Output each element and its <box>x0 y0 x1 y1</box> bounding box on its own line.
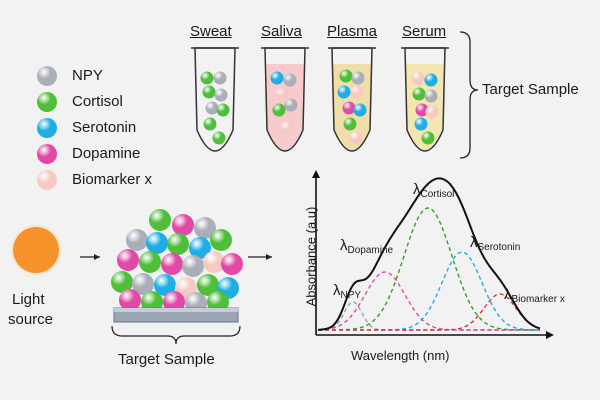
serotonin-sphere <box>146 232 168 254</box>
biomarker-x-sphere <box>37 170 57 190</box>
legend-label-dopamine: Dopamine <box>72 145 141 162</box>
serotonin-sphere <box>414 117 428 131</box>
biox-sphere <box>275 87 289 101</box>
peak-label-biomarker-x: λBiomarker x <box>504 286 565 305</box>
biox-sphere <box>425 105 439 119</box>
arrow-head-icon <box>266 254 272 260</box>
dopamine-sphere <box>172 214 194 236</box>
sample-plate <box>113 307 239 323</box>
cortisol-sphere <box>339 69 353 83</box>
cortisol-sphere <box>421 131 435 145</box>
cortisol-sphere <box>149 209 171 231</box>
flow-arrows <box>80 254 272 260</box>
dopamine-sphere <box>37 144 57 164</box>
tube-sweat <box>191 47 239 152</box>
biox-sphere <box>280 121 294 135</box>
total-absorbance-curve <box>317 177 541 331</box>
dopamine-sphere <box>221 253 243 275</box>
tube-label-saliva: Saliva <box>261 23 302 40</box>
cortisol-sphere <box>167 233 189 255</box>
npy-sphere <box>351 71 365 85</box>
npy-sphere <box>283 73 297 87</box>
light-source-label-line1: Light <box>12 291 45 308</box>
target-sample-bottom-brace <box>111 325 241 345</box>
cortisol-band-curve <box>318 207 540 331</box>
tube-label-plasma: Plasma <box>327 23 378 40</box>
absorbance-chart <box>312 170 554 339</box>
cortisol-sphere <box>37 92 57 112</box>
light-source-icon <box>9 223 63 277</box>
npy-sphere <box>214 88 228 102</box>
serotonin-sphere <box>424 73 438 87</box>
x-axis-label: Wavelength (nm) <box>351 348 450 363</box>
target-sample-brace <box>459 31 479 159</box>
cortisol-sphere <box>200 71 214 85</box>
tube-label-sweat: Sweat <box>190 23 232 40</box>
cortisol-sphere <box>197 274 219 296</box>
cortisol-sphere <box>202 85 216 99</box>
npy-sphere <box>194 217 216 239</box>
dopamine-sphere <box>119 289 141 311</box>
dopamine-sphere <box>161 253 183 275</box>
peak-label-npy: λNPY <box>333 282 362 301</box>
cortisol-sphere <box>343 117 357 131</box>
cortisol-sphere <box>139 251 161 273</box>
serotonin-sphere <box>37 118 57 138</box>
cortisol-sphere <box>272 103 286 117</box>
biomarker-x-band-curve <box>318 293 541 331</box>
npy-sphere <box>424 89 438 103</box>
dopamine-sphere <box>342 101 356 115</box>
cortisol-sphere <box>210 229 232 251</box>
npy-sphere <box>132 273 154 295</box>
tube-label-serum: Serum <box>402 23 447 40</box>
serotonin-sphere <box>270 71 284 85</box>
absorbance-curves <box>317 177 541 331</box>
peak-label-serotonin: λSerotonin <box>470 234 521 253</box>
cortisol-sphere <box>111 271 133 293</box>
npy-sphere <box>37 66 57 86</box>
serotonin-sphere <box>337 85 351 99</box>
legend-label-biomarker-x: Biomarker x <box>72 171 153 188</box>
npy-sphere <box>126 229 148 251</box>
npy-sphere <box>284 98 298 112</box>
dopamine-band-curve <box>317 271 540 331</box>
x-axis-arrow-icon <box>546 331 554 339</box>
biox-sphere <box>411 71 425 85</box>
serotonin-sphere <box>353 103 367 117</box>
light-source-label-line2: source <box>8 311 54 328</box>
y-axis-arrow-icon <box>312 170 320 178</box>
npy-sphere <box>205 101 219 115</box>
legend-label-serotonin: Serotonin <box>72 119 137 136</box>
arrow-head-icon <box>94 254 100 260</box>
cortisol-sphere <box>212 131 226 145</box>
npy-sphere <box>213 71 227 85</box>
target-sample-pile <box>111 209 243 314</box>
legend-label-cortisol: Cortisol <box>72 93 123 110</box>
biox-sphere <box>350 85 364 99</box>
npy-sphere <box>182 255 204 277</box>
peak-label-dopamine: λDopamine <box>340 237 394 256</box>
legend-label-npy: NPY <box>72 67 103 84</box>
biox-sphere <box>349 131 363 145</box>
serotonin-sphere <box>154 274 176 296</box>
dopamine-sphere <box>117 249 139 271</box>
y-axis-label: Absorbance (a.u) <box>303 206 319 307</box>
biox-sphere <box>203 251 225 273</box>
target-sample-right-label: Target Sample <box>482 81 579 98</box>
legend <box>37 66 57 190</box>
cortisol-sphere <box>203 117 217 131</box>
cortisol-sphere <box>412 87 426 101</box>
serotonin-sphere <box>189 237 211 259</box>
sample-tubes <box>191 47 449 152</box>
peak-label-cortisol: λCortisol <box>413 181 455 200</box>
dopamine-sphere <box>415 103 429 117</box>
target-sample-bottom-label: Target Sample <box>118 351 215 368</box>
cortisol-sphere <box>216 103 230 117</box>
